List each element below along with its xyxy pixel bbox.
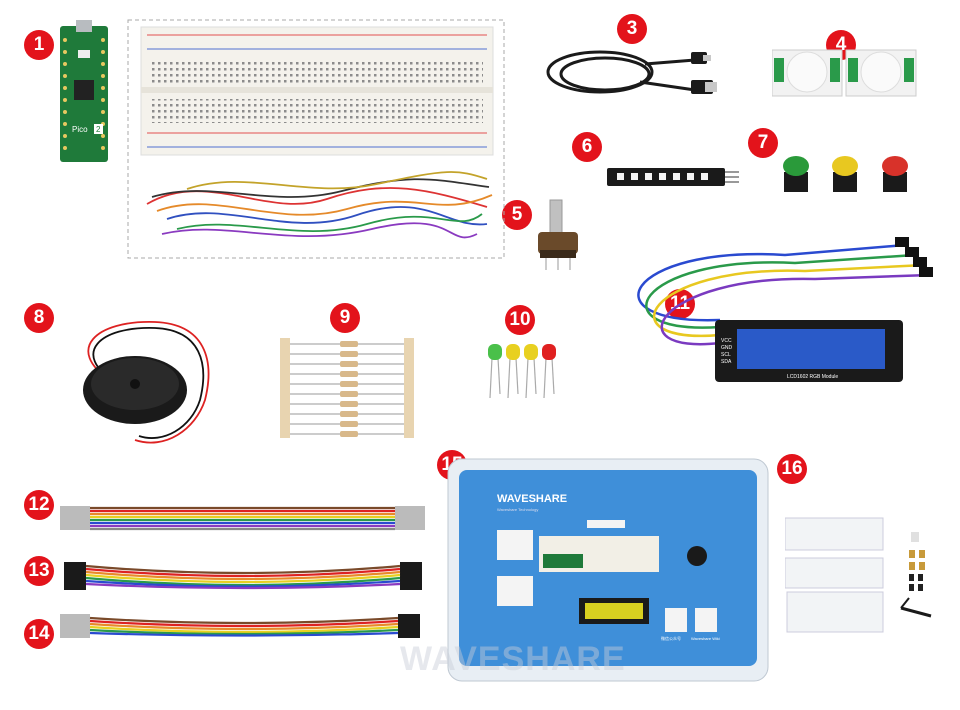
- lcd-pin-gnd: GND: [721, 345, 733, 351]
- jumper-wires-female-female: [64, 558, 422, 594]
- acrylic-parts-screws: [785, 512, 935, 637]
- jumper-wires-male-male: [60, 500, 425, 538]
- leds: [484, 340, 566, 402]
- usb-cable: [545, 42, 720, 107]
- item-number-13: 13: [24, 556, 54, 586]
- item-number-12: 12: [24, 490, 54, 520]
- pico-label: Pico: [72, 125, 88, 134]
- lcd-pin-vcc: VCC: [721, 338, 732, 344]
- case-brand: WAVESHARE: [497, 493, 567, 505]
- qr-caption-2: Waveshare Wiki: [691, 636, 720, 641]
- lcd-caption: LCD1602 RGB Module: [787, 374, 838, 380]
- lcd1602-module: VCC GND SCL SDA LCD1602 RGB Module: [605, 225, 935, 395]
- pir-sensors: [772, 44, 917, 100]
- lcd-pin-scl: SCL: [721, 352, 731, 358]
- jumper-wires-male-female: [60, 610, 420, 642]
- lcd-pin-sda: SDA: [721, 359, 732, 365]
- item-number-9: 9: [330, 303, 360, 333]
- case-tagline: Waveshare Technology: [497, 507, 538, 512]
- pico-board: Pico 2: [58, 20, 110, 166]
- item-number-7: 7: [748, 128, 778, 158]
- push-buttons: [778, 152, 913, 197]
- rgb-led-bar: [607, 166, 739, 188]
- potentiometer: [530, 198, 590, 278]
- item-number-8: 8: [24, 303, 54, 333]
- item-number-1: 1: [24, 30, 54, 60]
- breadboard-kit: [127, 19, 505, 259]
- item-number-6: 6: [572, 132, 602, 162]
- item-number-10: 10: [505, 305, 535, 335]
- item-number-14: 14: [24, 619, 54, 649]
- pico-version: 2: [96, 125, 101, 134]
- watermark: WAVESHARE: [400, 640, 626, 678]
- item-number-5: 5: [502, 200, 532, 230]
- qr-caption-1: 微信公众号: [661, 635, 681, 641]
- item-number-16: 16: [777, 454, 807, 484]
- kit-storage-case: WAVESHARE Waveshare Technology 微信公众号 Wav…: [447, 458, 769, 688]
- item-number-3: 3: [617, 14, 647, 44]
- buzzer: [55, 310, 215, 455]
- resistors: [278, 338, 418, 440]
